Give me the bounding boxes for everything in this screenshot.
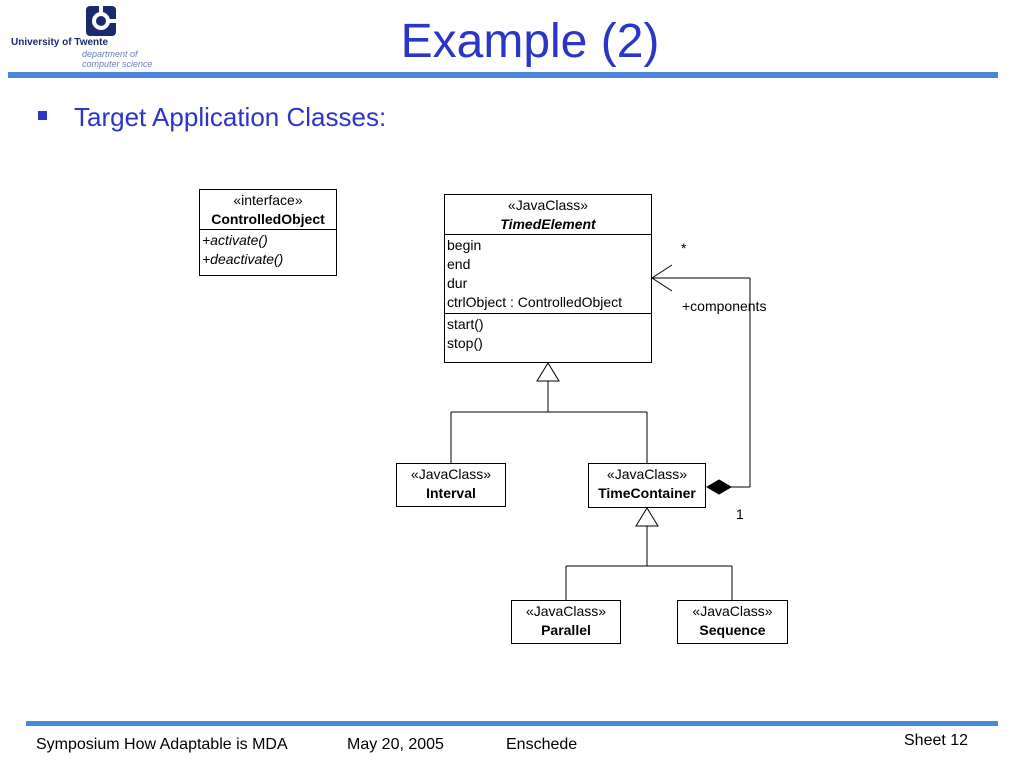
footer-date: May 20, 2005 xyxy=(347,736,444,753)
attribute: end xyxy=(447,256,471,272)
class-stereotype: «JavaClass» xyxy=(606,466,688,482)
class-operations: start() stop() xyxy=(445,313,651,354)
logo-university-name: University of Twente xyxy=(11,37,109,48)
generalization-time-container xyxy=(565,507,733,600)
footer-place: Enschede xyxy=(506,736,578,753)
attribute: dur xyxy=(447,275,468,291)
class-stereotype: «JavaClass» xyxy=(410,466,492,482)
university-logo xyxy=(86,6,116,36)
multiplicity-one-label: 1 xyxy=(736,506,744,522)
class-header: «JavaClass» Sequence xyxy=(678,601,787,640)
operation: +deactivate() xyxy=(202,251,284,267)
operation: +activate() xyxy=(202,232,268,248)
class-stereotype: «interface» xyxy=(233,192,303,208)
operation: stop() xyxy=(447,335,483,351)
class-attributes: begin end dur ctrlObject : ControlledObj… xyxy=(445,234,651,313)
logo-emblem-icon xyxy=(86,6,116,36)
header-rule-left xyxy=(8,72,180,78)
class-time-container: «JavaClass» TimeContainer xyxy=(588,463,706,508)
operation: start() xyxy=(447,316,484,332)
class-parallel: «JavaClass» Parallel xyxy=(511,600,621,644)
logo-department-line1: department of xyxy=(82,49,138,59)
class-sequence: «JavaClass» Sequence xyxy=(677,600,788,644)
header-rule xyxy=(180,72,998,78)
footer-event: Symposium How Adaptable is MDA xyxy=(36,736,288,753)
class-timed-element: «JavaClass» TimedElement begin end dur c… xyxy=(444,194,652,363)
class-stereotype: «JavaClass» xyxy=(507,197,589,213)
footer-sheet: Sheet 12 xyxy=(904,732,969,749)
class-name: Parallel xyxy=(541,622,591,638)
class-interval: «JavaClass» Interval xyxy=(396,463,506,507)
bullet-text: Target Application Classes: xyxy=(74,102,387,132)
class-stereotype: «JavaClass» xyxy=(525,603,607,619)
class-header: «JavaClass» Parallel xyxy=(512,601,620,640)
footer-rule xyxy=(26,721,998,726)
role-components-label: +components xyxy=(682,298,767,314)
bullet-square-icon xyxy=(38,111,47,120)
class-name: ControlledObject xyxy=(211,211,325,227)
slide-title: Example (2) xyxy=(400,15,660,68)
class-name: TimeContainer xyxy=(598,485,696,501)
class-controlled-object: «interface» ControlledObject +activate()… xyxy=(199,189,337,276)
class-name: Interval xyxy=(426,485,476,501)
logo-department-line2: computer science xyxy=(82,59,153,69)
class-header: «JavaClass» Interval xyxy=(397,464,505,503)
class-stereotype: «JavaClass» xyxy=(692,603,773,619)
attribute: ctrlObject : ControlledObject xyxy=(447,294,623,310)
class-header: «JavaClass» TimedElement xyxy=(445,195,651,234)
class-name: TimedElement xyxy=(500,216,596,232)
class-name: Sequence xyxy=(699,622,766,638)
composition-association xyxy=(651,264,751,495)
class-header: «interface» ControlledObject xyxy=(200,190,336,229)
logo-department: department of computer science xyxy=(82,49,172,69)
class-operations: +activate() +deactivate() xyxy=(200,229,336,270)
multiplicity-many-label: * xyxy=(681,240,687,256)
class-header: «JavaClass» TimeContainer xyxy=(589,464,705,503)
attribute: begin xyxy=(447,237,482,253)
generalization-timed-element xyxy=(450,362,648,463)
